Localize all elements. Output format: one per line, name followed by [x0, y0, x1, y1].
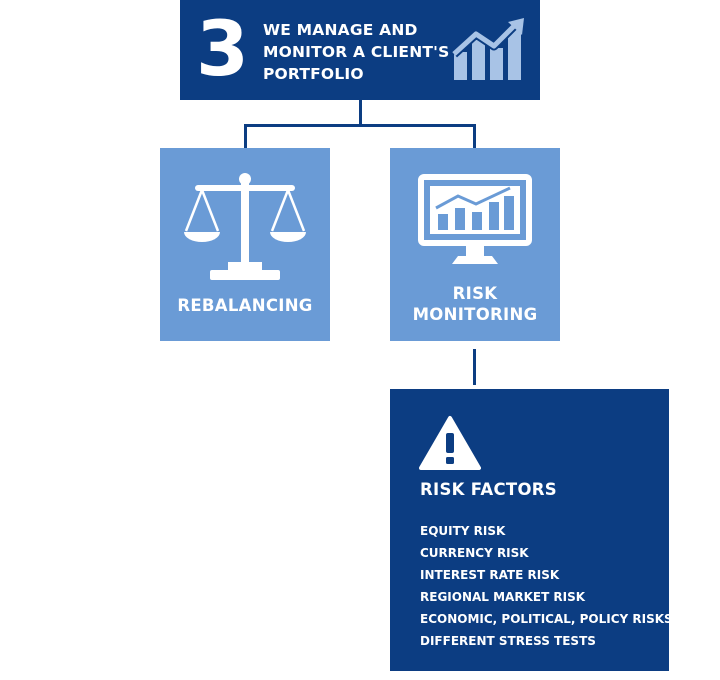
list-item: CURRENCY RISK [420, 546, 529, 560]
rebalancing-label: REBALANCING [177, 296, 313, 315]
growth-chart-icon [452, 18, 524, 80]
list-item: ECONOMIC, POLITICAL, POLICY RISKS [420, 612, 673, 626]
connector-right-drop [473, 124, 476, 148]
risk-factors-list: EQUITY RISK CURRENCY RISK INTEREST RATE … [420, 520, 673, 652]
risk-factors-box: RISK FACTORS EQUITY RISK CURRENCY RISK I… [390, 389, 673, 671]
list-item: INTEREST RATE RISK [420, 568, 560, 582]
balance-scale-icon [184, 173, 306, 280]
list-item: EQUITY RISK [420, 524, 506, 538]
step-number: 3 [196, 4, 249, 93]
risk-monitoring-card [390, 148, 560, 341]
connector-lower [473, 349, 476, 385]
warning-icon [419, 416, 481, 470]
rebalancing-card [160, 148, 330, 341]
list-item: REGIONAL MARKET RISK [420, 590, 586, 604]
risk-monitoring-label: RISK MONITORING [412, 284, 538, 324]
step-title: WE MANAGE AND MONITOR A CLIENT'S PORTFOL… [263, 21, 450, 83]
connector-left-drop [244, 124, 247, 148]
connector-vertical-top [359, 100, 362, 126]
monitor-chart-icon [418, 174, 532, 264]
connector-horizontal [244, 124, 476, 127]
list-item: DIFFERENT STRESS TESTS [420, 634, 596, 648]
step-header-box: 3 WE MANAGE AND MONITOR A CLIENT'S PORTF… [180, 0, 540, 100]
risk-factors-title: RISK FACTORS [420, 480, 557, 499]
